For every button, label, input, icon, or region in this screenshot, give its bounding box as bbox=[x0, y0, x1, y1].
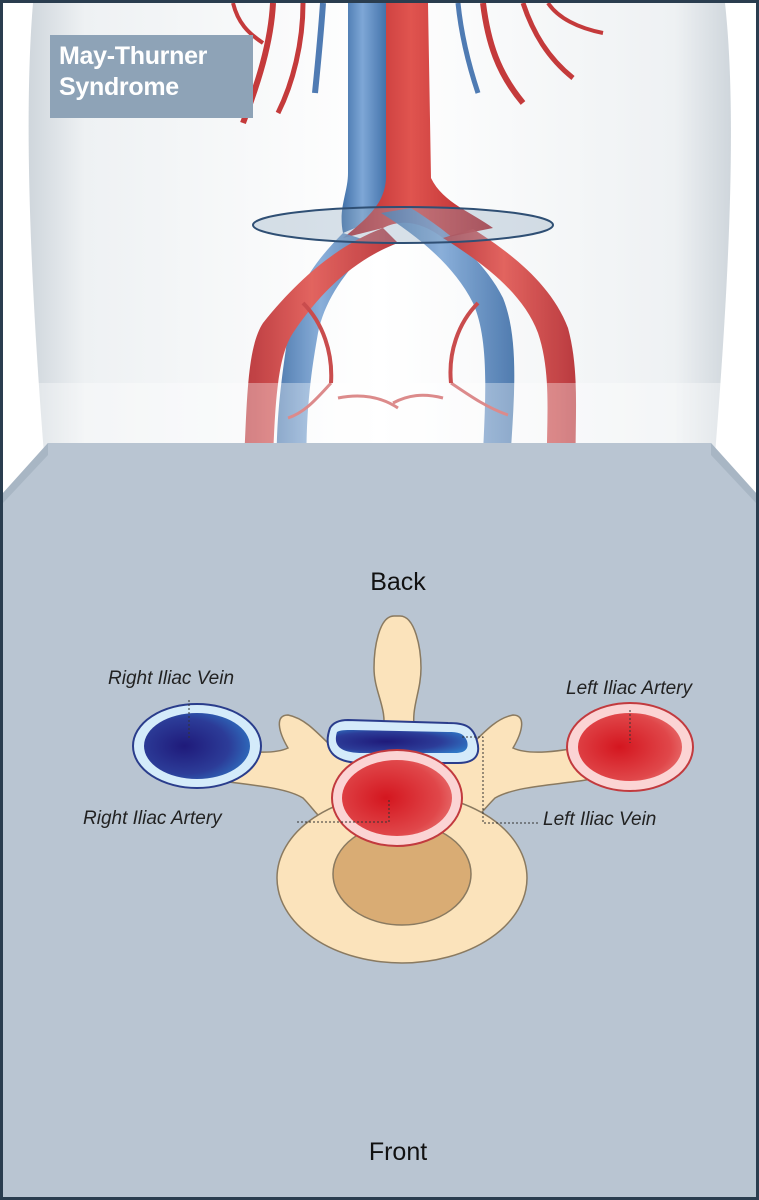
label-back: Back bbox=[298, 568, 498, 597]
label-front: Front bbox=[298, 1138, 498, 1167]
cross-section-plane bbox=[253, 207, 553, 243]
label-left-iliac-vein: Left Iliac Vein bbox=[543, 809, 656, 831]
title-line-1: May-Thurner bbox=[59, 41, 253, 72]
right-iliac-artery-section bbox=[332, 750, 462, 846]
title-line-2: Syndrome bbox=[59, 72, 253, 103]
left-iliac-artery-section bbox=[567, 703, 693, 791]
right-iliac-vein-section bbox=[133, 704, 261, 788]
label-right-iliac-artery: Right Iliac Artery bbox=[83, 808, 222, 830]
label-right-iliac-vein: Right Iliac Vein bbox=[108, 668, 234, 690]
label-left-iliac-artery: Left Iliac Artery bbox=[566, 678, 692, 700]
title-box: May-Thurner Syndrome bbox=[50, 35, 253, 118]
anatomy-illustration bbox=[3, 3, 756, 1197]
